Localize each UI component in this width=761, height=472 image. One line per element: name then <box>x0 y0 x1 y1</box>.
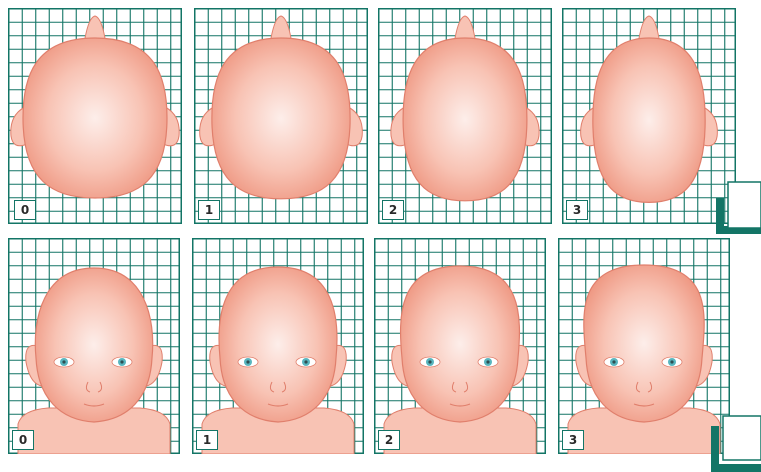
top-view-panel-1: 1 <box>194 8 368 224</box>
head-shape <box>584 265 704 422</box>
eye-icon <box>238 357 258 367</box>
skull-shape <box>212 38 350 199</box>
severity-label: 1 <box>196 430 218 450</box>
head-shape <box>401 266 520 422</box>
front-view-panel-3: 3 <box>558 238 730 454</box>
skull-shape <box>593 38 705 202</box>
eye-icon <box>662 357 682 367</box>
front-face-figure <box>374 238 546 454</box>
head-shape <box>35 268 152 422</box>
top-view-panel-3: 3 <box>562 8 736 224</box>
top-head-figure <box>562 8 736 224</box>
top-view-panel-0: 0 <box>8 8 182 224</box>
top-head-figure <box>8 8 182 224</box>
front-face-figure <box>8 238 180 454</box>
severity-label: 0 <box>12 430 34 450</box>
top-head-figure <box>378 8 552 224</box>
severity-label: 3 <box>562 430 584 450</box>
clipped-panel-corner-bottom <box>709 414 761 472</box>
head-shape <box>219 267 337 422</box>
front-view-panel-0: 0 <box>8 238 180 454</box>
severity-label: 1 <box>198 200 220 220</box>
clipped-panel-corner-top <box>714 180 761 234</box>
severity-label: 2 <box>378 430 400 450</box>
severity-label: 3 <box>566 200 588 220</box>
severity-label: 0 <box>14 200 36 220</box>
eye-icon <box>112 357 132 367</box>
top-view-panel-2: 2 <box>378 8 552 224</box>
eye-icon <box>296 357 316 367</box>
top-head-figure <box>194 8 368 224</box>
front-face-figure <box>558 238 730 454</box>
skull-shape <box>23 38 167 198</box>
severity-label: 2 <box>382 200 404 220</box>
eye-icon <box>604 357 624 367</box>
eye-icon <box>478 357 498 367</box>
eye-icon <box>54 357 74 367</box>
front-view-panel-1: 1 <box>192 238 364 454</box>
front-view-panel-2: 2 <box>374 238 546 454</box>
front-face-figure <box>192 238 364 454</box>
eye-icon <box>420 357 440 367</box>
skull-shape <box>403 38 527 201</box>
